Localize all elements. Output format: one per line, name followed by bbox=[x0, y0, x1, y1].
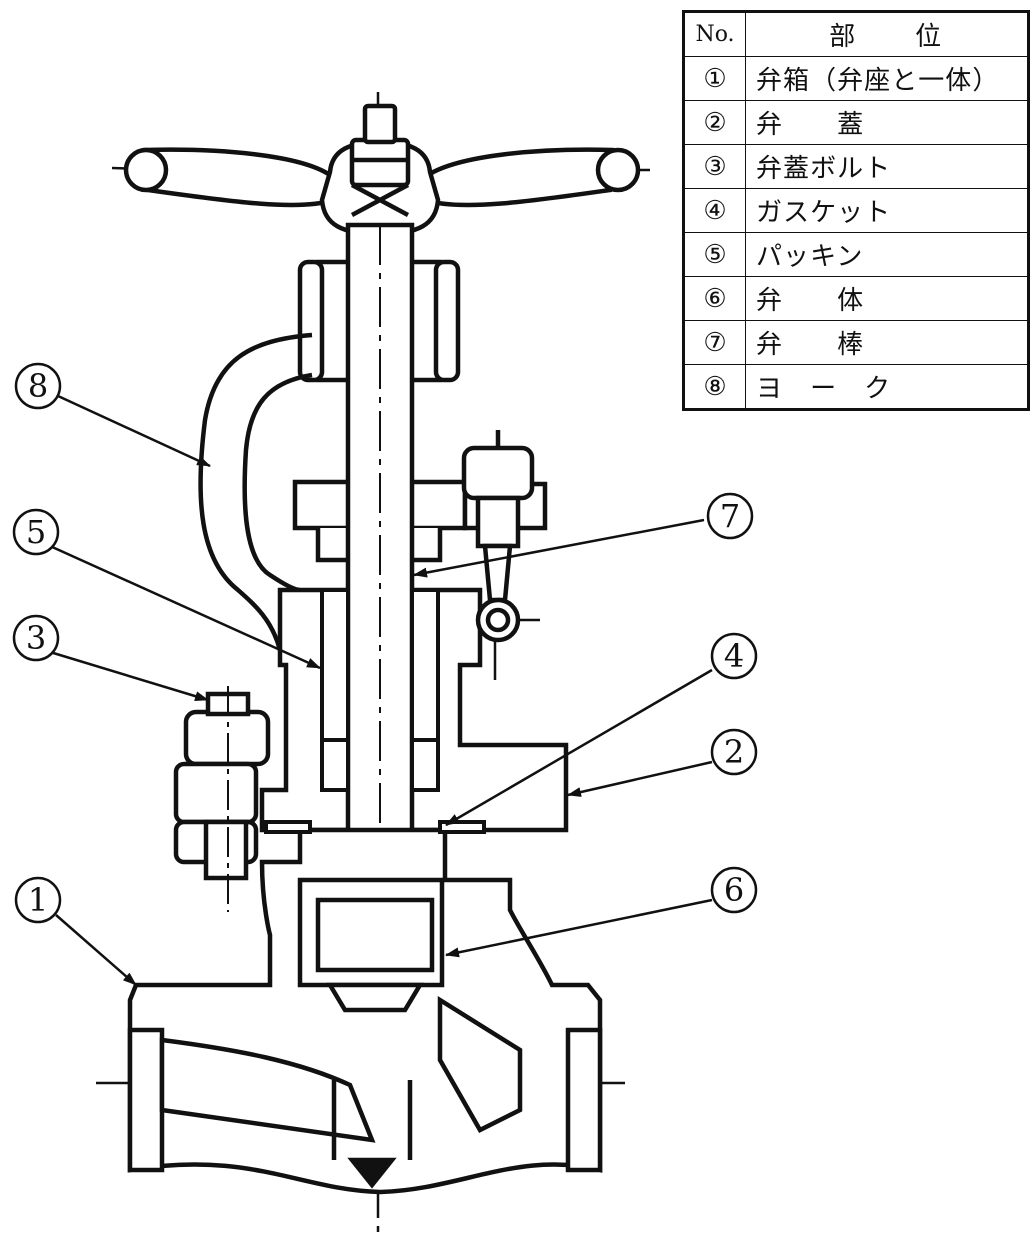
valve-body bbox=[127, 827, 603, 1195]
row-name: ヨ ー ク bbox=[745, 364, 1029, 410]
header-part: 部 位 bbox=[745, 11, 1029, 57]
parts-table-header: No. 部 位 bbox=[683, 11, 1029, 57]
callout-6: 6 bbox=[710, 866, 758, 914]
row-name: 弁 蓋 bbox=[745, 100, 1029, 145]
callout-2: 2 bbox=[710, 728, 758, 776]
row-name: 弁箱（弁座と一体） bbox=[745, 56, 1029, 101]
row-no: ⑦ bbox=[683, 320, 746, 365]
row-name: 弁 棒 bbox=[745, 320, 1029, 365]
bonnet-bolt bbox=[173, 686, 271, 912]
svg-text:8: 8 bbox=[28, 367, 48, 405]
row-name: 弁蓋ボルト bbox=[745, 144, 1029, 189]
callout-3: 3 bbox=[12, 614, 60, 662]
row-no: ⑧ bbox=[683, 364, 746, 410]
row-name: パッキン bbox=[745, 232, 1029, 277]
row-no: ⑤ bbox=[683, 232, 746, 277]
svg-text:4: 4 bbox=[724, 637, 744, 675]
gasket bbox=[264, 820, 486, 834]
svg-text:5: 5 bbox=[26, 513, 46, 551]
leader-7 bbox=[413, 518, 705, 578]
svg-text:6: 6 bbox=[724, 871, 744, 909]
leader-2 bbox=[567, 760, 713, 797]
header-no: No. bbox=[683, 11, 746, 57]
row-name: 弁 体 bbox=[745, 276, 1029, 321]
leader-8 bbox=[57, 394, 211, 468]
leader-5 bbox=[49, 544, 321, 670]
leader-1 bbox=[55, 914, 137, 986]
row-no: ④ bbox=[683, 188, 746, 233]
row-name: ガスケット bbox=[745, 188, 1029, 233]
row-no: ⑥ bbox=[683, 276, 746, 321]
leader-6 bbox=[445, 898, 713, 958]
callout-8: 8 bbox=[14, 362, 62, 410]
leader-3 bbox=[49, 650, 209, 702]
svg-text:1: 1 bbox=[28, 881, 48, 919]
callout-1: 1 bbox=[14, 876, 62, 924]
callout-4: 4 bbox=[710, 632, 758, 680]
callout-5: 5 bbox=[12, 508, 60, 556]
row-no: ① bbox=[683, 56, 746, 101]
row-no: ② bbox=[683, 100, 746, 145]
leader-4 bbox=[445, 668, 713, 827]
svg-text:3: 3 bbox=[26, 619, 46, 657]
svg-text:7: 7 bbox=[720, 497, 740, 535]
callouts: 8 5 3 1 7 4 2 6 bbox=[12, 362, 758, 924]
callout-7: 7 bbox=[706, 492, 754, 540]
leader-lines bbox=[49, 394, 713, 986]
packing bbox=[320, 588, 440, 792]
handwheel bbox=[123, 103, 641, 237]
yoke-arm bbox=[198, 332, 313, 651]
svg-text:2: 2 bbox=[724, 733, 744, 771]
row-no: ③ bbox=[683, 144, 746, 189]
